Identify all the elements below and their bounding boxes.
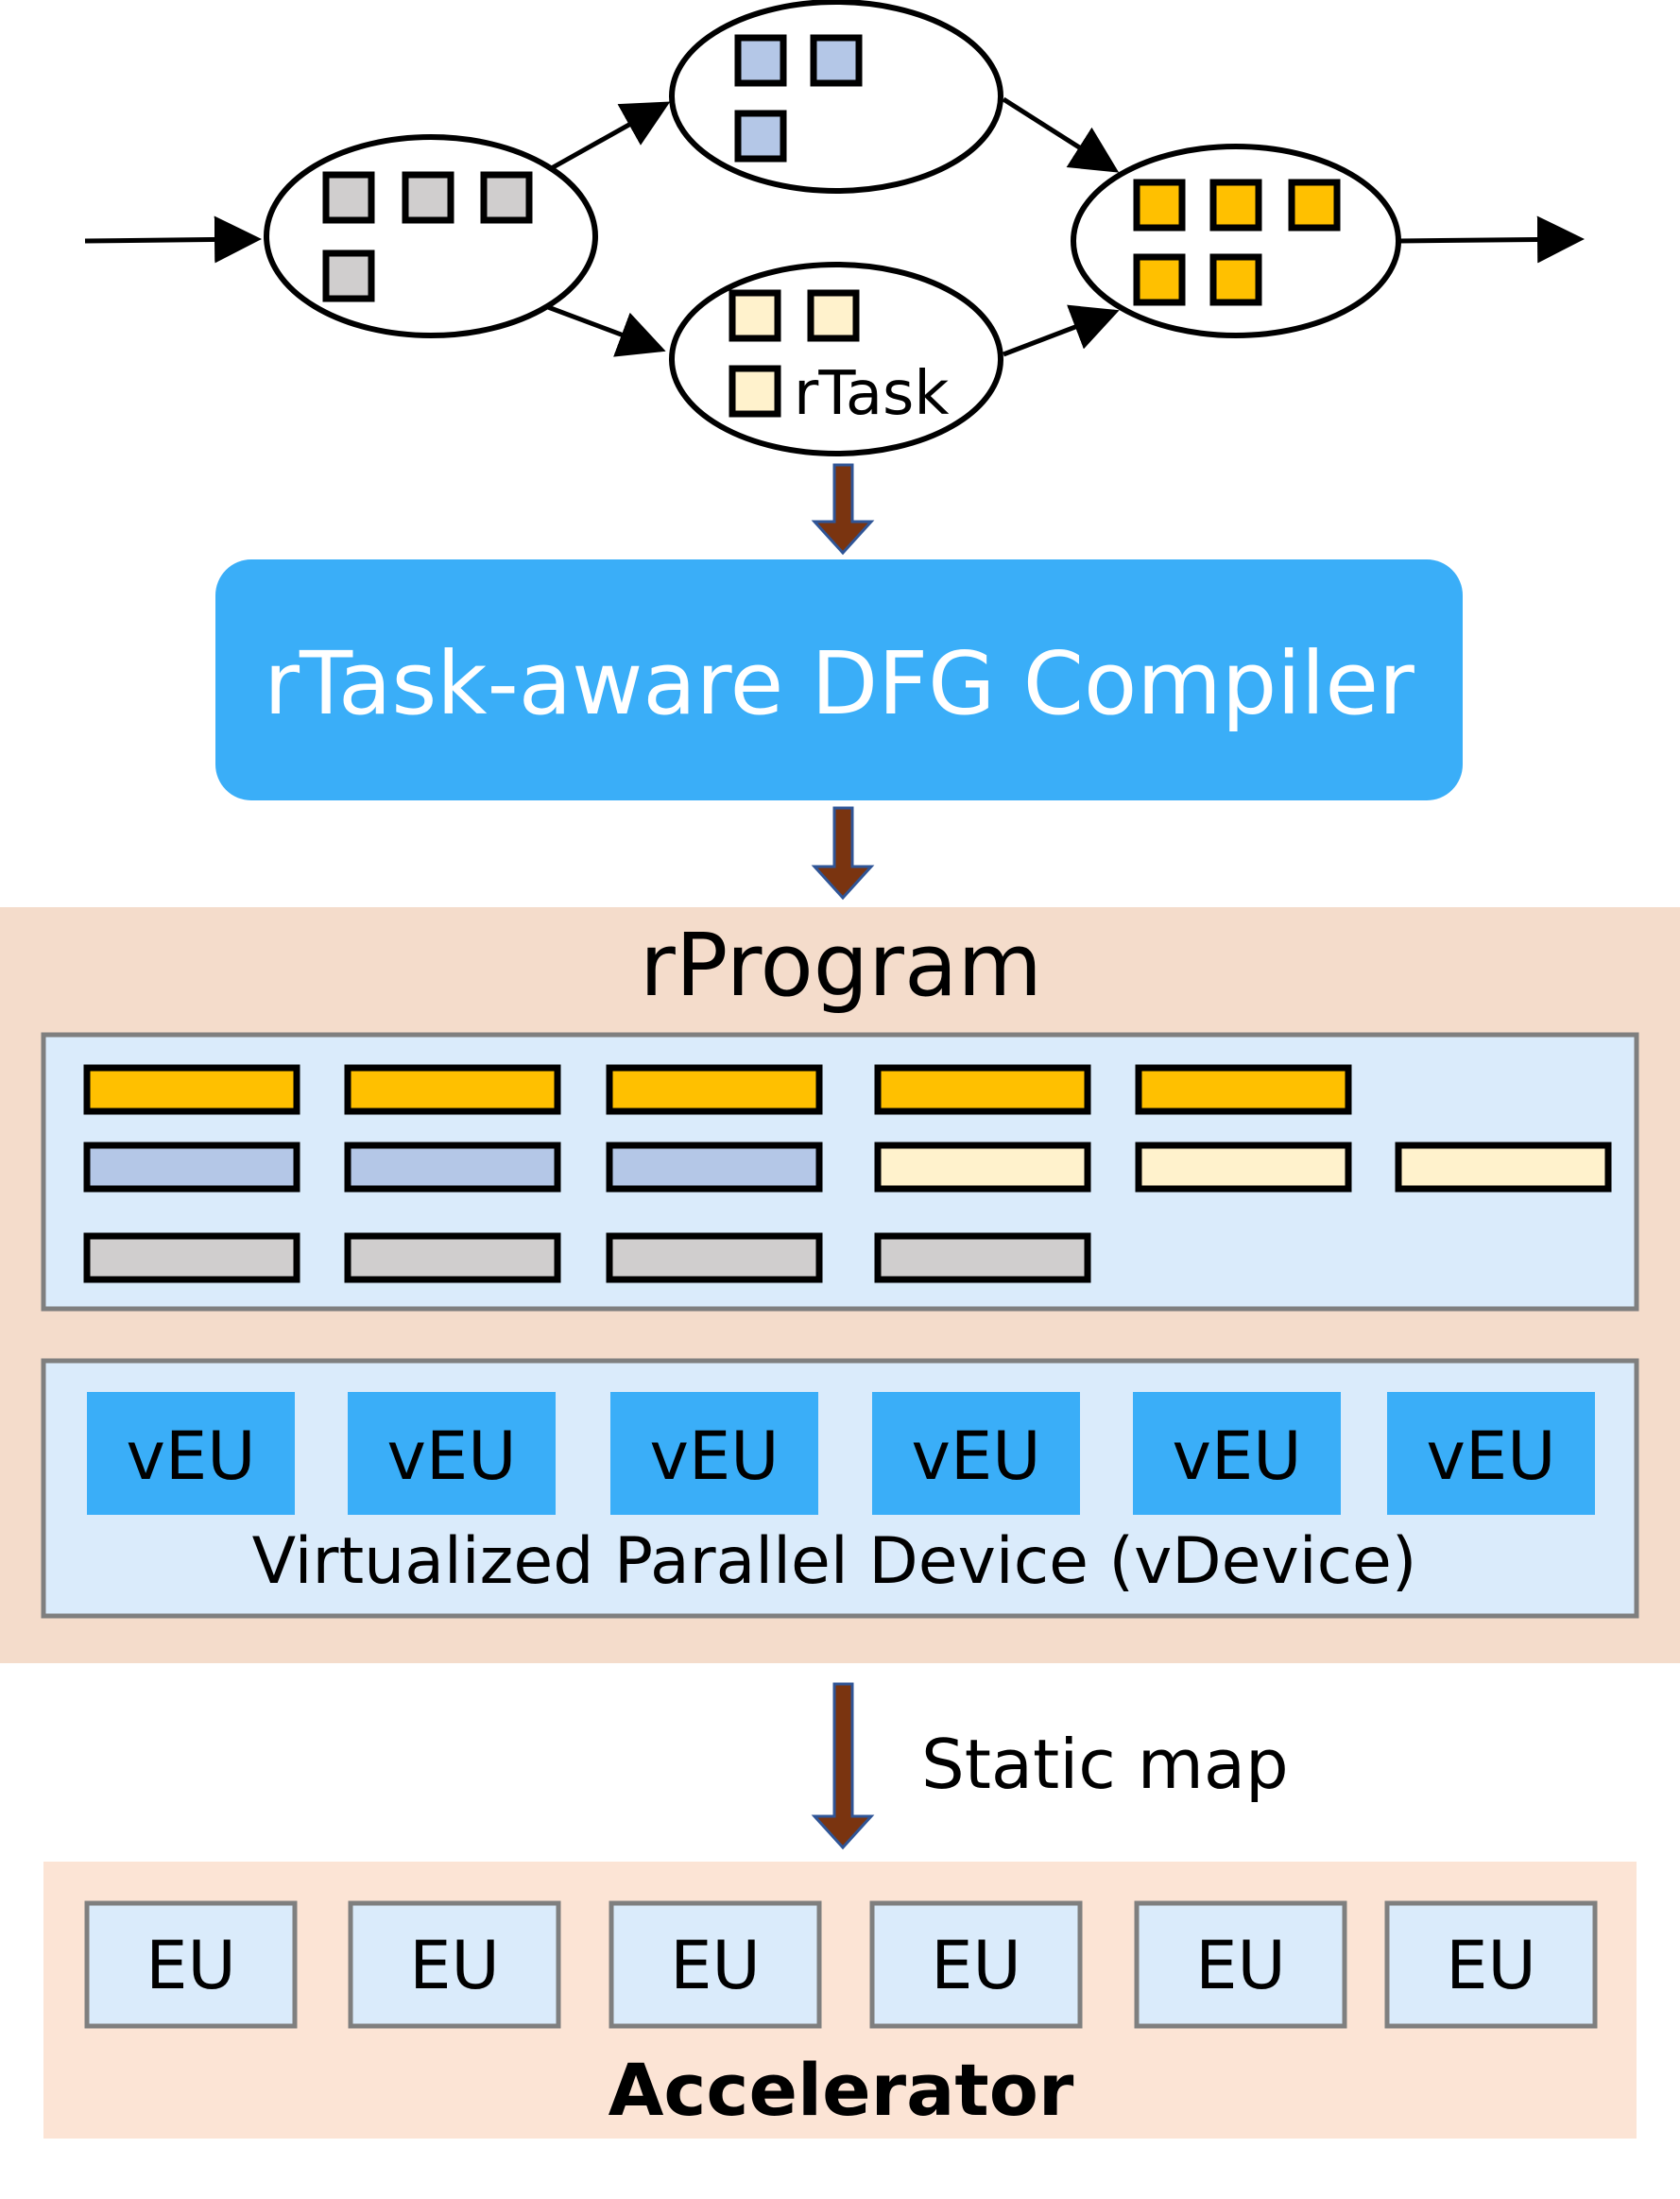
- veu-box: [87, 1392, 295, 1515]
- task-square: [1133, 179, 1186, 232]
- veu-unit: vEU: [872, 1392, 1080, 1515]
- edge-yellow-to-gold: [1003, 304, 1120, 357]
- task-bar: [1135, 1142, 1352, 1193]
- veu-box: [1133, 1392, 1341, 1515]
- compiler-label: rTask-aware DFG Compiler: [264, 633, 1414, 734]
- graph-node-yellow: rTask: [669, 262, 1003, 456]
- task-square: [729, 365, 781, 418]
- task-bar: [1135, 1064, 1352, 1115]
- edge-gray-to-blue: [546, 101, 671, 173]
- graph-node-gray: [264, 134, 598, 338]
- veu-label: vEU: [1427, 1417, 1556, 1495]
- veu-label: vEU: [387, 1417, 517, 1495]
- task-bar: [344, 1142, 561, 1193]
- eu-units: EU EU EU EU EU EU: [84, 1900, 1598, 2029]
- veu-box: [348, 1392, 556, 1515]
- accelerator-section: EU EU EU EU EU EU Accelerator: [43, 1862, 1637, 2139]
- eu-unit: EU: [869, 1900, 1083, 2029]
- down-arrow-to-compiler: [811, 463, 875, 556]
- task-bar: [1395, 1142, 1612, 1193]
- eu-unit: EU: [348, 1900, 561, 2029]
- eu-box: [84, 1900, 298, 2029]
- task-bar: [606, 1142, 823, 1193]
- task-square: [402, 171, 454, 224]
- task-square: [322, 171, 375, 224]
- accelerator-caption: Accelerator: [609, 2048, 1074, 2132]
- task-square: [734, 110, 787, 163]
- veu-box: [610, 1392, 818, 1515]
- down-arrow-to-rprogram: [811, 806, 875, 901]
- task-square: [322, 249, 375, 302]
- input-arrow: [84, 215, 262, 264]
- output-arrow: [1397, 215, 1585, 264]
- veu-label: vEU: [650, 1417, 780, 1495]
- veu-label: vEU: [127, 1417, 256, 1495]
- static-map-label: Static map: [921, 1725, 1289, 1804]
- eu-label: EU: [670, 1927, 760, 2004]
- eu-box: [869, 1900, 1083, 2029]
- task-bar: [874, 1232, 1091, 1283]
- task-bar: [606, 1232, 823, 1283]
- graph-node-blue: [669, 0, 1003, 194]
- rprogram-task-panel: [41, 1032, 1639, 1312]
- compiler-box: rTask-aware DFG Compiler: [215, 559, 1463, 800]
- edge-gray-to-yellow: [547, 304, 666, 357]
- vdevice-caption: Virtualized Parallel Device (vDevice): [252, 1524, 1417, 1599]
- eu-label: EU: [146, 1927, 235, 2004]
- edge-blue-to-gold: [1002, 96, 1120, 173]
- task-square: [1133, 253, 1186, 306]
- task-bar: [606, 1064, 823, 1115]
- eu-box: [609, 1900, 822, 2029]
- eu-box: [1134, 1900, 1347, 2029]
- eu-label: EU: [1195, 1927, 1285, 2004]
- task-bar: [874, 1064, 1091, 1115]
- task-square: [480, 171, 533, 224]
- veu-unit: vEU: [87, 1392, 295, 1515]
- eu-unit: EU: [84, 1900, 298, 2029]
- task-square: [1288, 179, 1341, 232]
- eu-label: EU: [1446, 1927, 1535, 2004]
- task-square: [729, 289, 781, 342]
- eu-unit: EU: [1384, 1900, 1598, 2029]
- rprogram-title: rProgram: [640, 915, 1042, 1016]
- veu-label: vEU: [1173, 1417, 1302, 1495]
- rtask-label: rTask: [794, 359, 949, 429]
- veu-box: [872, 1392, 1080, 1515]
- eu-label: EU: [931, 1927, 1020, 2004]
- eu-unit: EU: [1134, 1900, 1347, 2029]
- task-bars: [83, 1064, 1612, 1283]
- task-square: [807, 289, 860, 342]
- task-bar: [344, 1232, 561, 1283]
- veu-unit: vEU: [610, 1392, 818, 1515]
- veu-unit: vEU: [348, 1392, 556, 1515]
- task-bar: [344, 1064, 561, 1115]
- task-square: [810, 34, 863, 87]
- veu-unit: vEU: [1133, 1392, 1341, 1515]
- task-square: [1209, 179, 1262, 232]
- static-map-arrow: Static map: [811, 1682, 1289, 1850]
- vdevice-panel: vEU vEU vEU vEU vEU vEU Virtualized Parallel …: [41, 1358, 1639, 1619]
- task-bar: [83, 1232, 300, 1283]
- dataflow-graph: rTask: [84, 0, 1585, 456]
- task-bar: [83, 1064, 300, 1115]
- veu-units: vEU vEU vEU vEU vEU vEU: [87, 1392, 1595, 1515]
- task-bar: [874, 1142, 1091, 1193]
- eu-box: [348, 1900, 561, 2029]
- task-square: [734, 34, 787, 87]
- veu-unit: vEU: [1387, 1392, 1595, 1515]
- veu-label: vEU: [912, 1417, 1041, 1495]
- eu-label: EU: [409, 1927, 499, 2004]
- graph-node-gold: [1071, 144, 1401, 338]
- task-bar: [83, 1142, 300, 1193]
- task-square: [1209, 253, 1262, 306]
- eu-box: [1384, 1900, 1598, 2029]
- eu-unit: EU: [609, 1900, 822, 2029]
- veu-box: [1387, 1392, 1595, 1515]
- rprogram-section: rProgram vEU vEU vEU vEU vEU vEU Virtualized …: [0, 907, 1680, 1663]
